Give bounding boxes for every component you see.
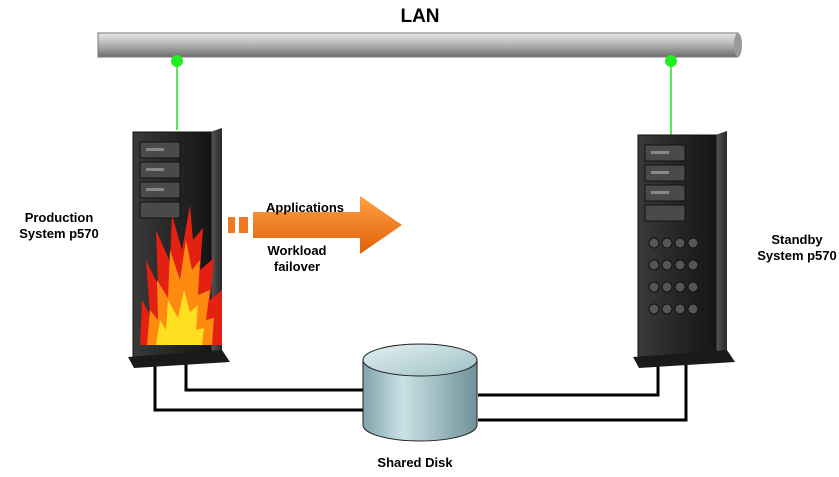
shared-disk-icon bbox=[362, 343, 478, 442]
standby-label-line1: Standby bbox=[771, 232, 823, 247]
standby-system-label: Standby System p570 bbox=[752, 232, 839, 264]
production-label-line2: System p570 bbox=[19, 226, 99, 241]
lan-bus bbox=[97, 32, 742, 58]
fire-icon bbox=[140, 205, 222, 345]
lan-node-standby bbox=[665, 55, 677, 67]
lan-label: LAN bbox=[400, 6, 440, 27]
workload-failover-label: Workload failover bbox=[252, 243, 342, 275]
standby-server bbox=[633, 131, 735, 368]
shared-disk-label: Shared Disk bbox=[377, 455, 453, 470]
standby-label-line2: System p570 bbox=[757, 248, 837, 263]
production-label-line1: Production bbox=[24, 210, 94, 225]
disk-cables bbox=[153, 360, 688, 422]
production-system-label: Production System p570 bbox=[4, 210, 114, 242]
applications-label: Applications bbox=[265, 200, 344, 215]
fan-grid bbox=[648, 237, 699, 315]
failover-arrow bbox=[228, 196, 402, 254]
workload-label-line2: failover bbox=[273, 259, 321, 274]
workload-label-line1: Workload bbox=[267, 243, 327, 258]
lan-node-production bbox=[171, 55, 183, 67]
